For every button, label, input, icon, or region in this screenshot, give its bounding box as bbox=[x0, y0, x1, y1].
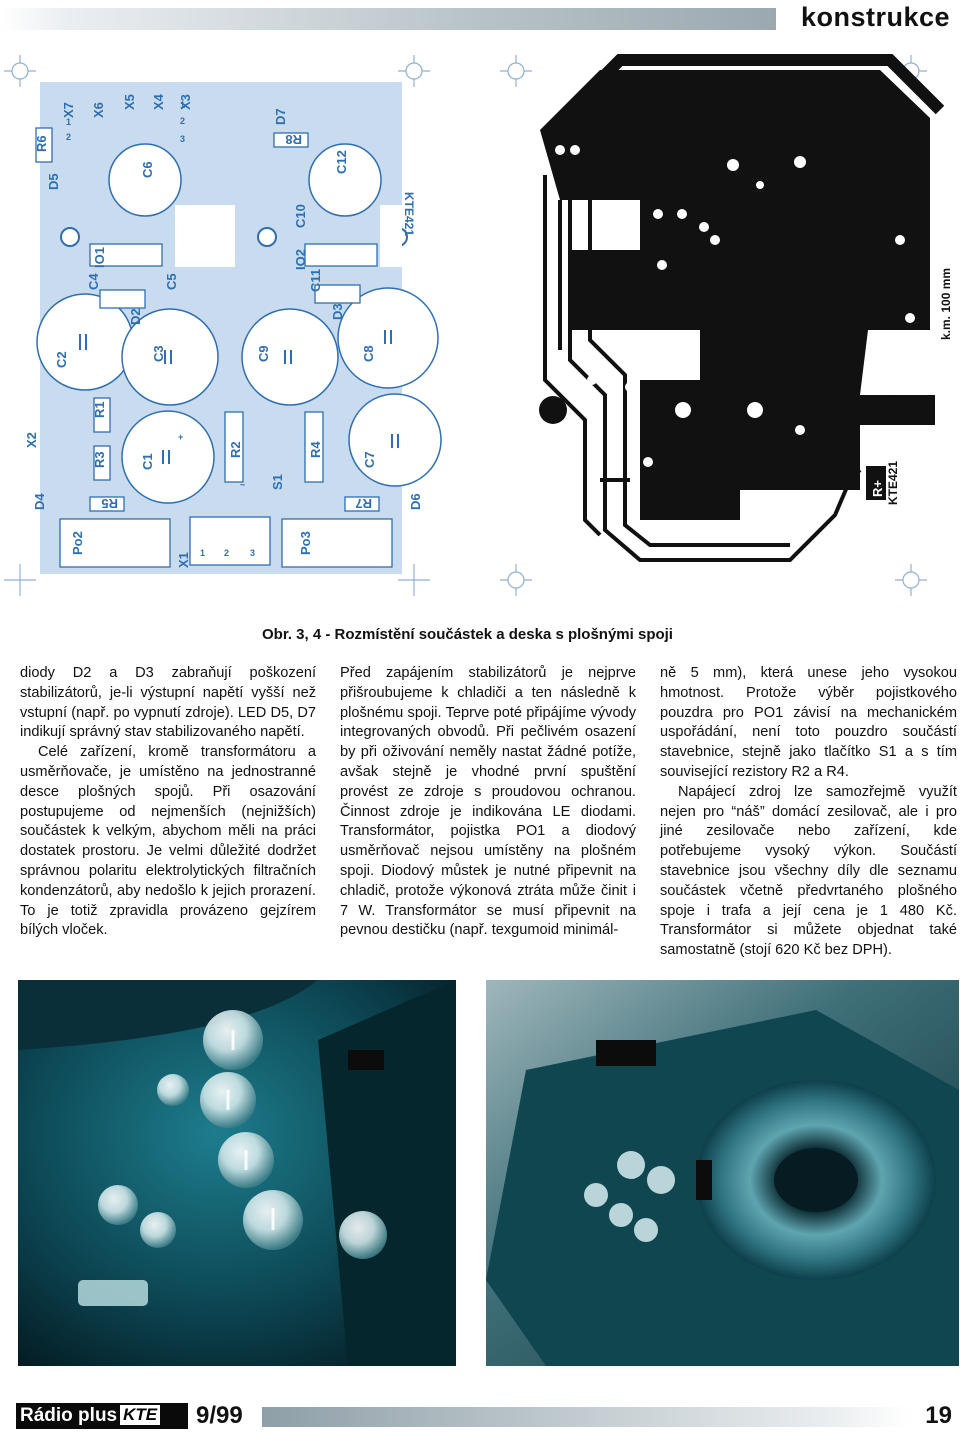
s1-pin-tilde: ~ bbox=[240, 480, 245, 490]
paragraph: diody D2 a D3 zabraňují poškození stabil… bbox=[20, 665, 316, 741]
label-x3: X3 bbox=[178, 94, 193, 110]
label-io2: IO2 bbox=[293, 249, 308, 270]
label-d5: D5 bbox=[46, 173, 61, 190]
label-r7: R7 bbox=[355, 496, 372, 511]
label-x4: X4 bbox=[151, 93, 166, 110]
label-r8: R8 bbox=[285, 132, 302, 147]
label-d3: D3 bbox=[330, 303, 345, 320]
label-d2: D2 bbox=[128, 308, 143, 325]
label-c9: C9 bbox=[256, 345, 271, 362]
label-r3: R3 bbox=[92, 451, 107, 468]
label-x6: X6 bbox=[91, 102, 106, 118]
label-r5: R5 bbox=[101, 496, 118, 511]
label-c7: C7 bbox=[362, 451, 377, 468]
x3-pin-2: 2 bbox=[180, 116, 185, 126]
photo-assembled-power-supply bbox=[486, 980, 959, 1366]
figure-caption: Obr. 3, 4 - Rozmístění součástek a deska… bbox=[262, 626, 673, 643]
x3-pin-1: 1 bbox=[180, 100, 185, 110]
x7-pin-2: 2 bbox=[66, 132, 71, 142]
r-plus-logo-box bbox=[866, 466, 886, 500]
label-c4: C4 bbox=[86, 273, 101, 290]
label-po3: Po3 bbox=[298, 531, 313, 555]
footer-gradient-bar bbox=[262, 1407, 912, 1427]
component-layout: R1 R2 R3 R4 R5 R6 R7 R8 C1 C2 C3 C4 C5 C… bbox=[24, 82, 442, 574]
x1-pin-2: 2 bbox=[224, 548, 229, 558]
article-column-1: diody D2 a D3 zabraňují poškození stabil… bbox=[20, 664, 316, 941]
x7-pin-1: 1 bbox=[66, 117, 71, 127]
label-r1: R1 bbox=[92, 401, 107, 418]
label-r4: R4 bbox=[308, 441, 323, 458]
label-x5: X5 bbox=[122, 94, 137, 110]
label-c2: C2 bbox=[54, 351, 69, 368]
label-x7: X7 bbox=[61, 102, 76, 118]
pcb-figure: R1 R2 R3 R4 R5 R6 R7 R8 C1 C2 C3 C4 C5 C… bbox=[4, 54, 953, 596]
label-io1: IO1 bbox=[92, 247, 107, 268]
c1-plus: + bbox=[178, 432, 183, 442]
label-d6: D6 bbox=[408, 493, 423, 510]
pcb-board-mark: KTE421 bbox=[886, 461, 900, 505]
pcb-copper bbox=[539, 54, 945, 562]
label-c8: C8 bbox=[361, 345, 376, 362]
paragraph: Napájecí zdroj lze samozřejmě využít nej… bbox=[660, 783, 957, 959]
kte-logo: KTE bbox=[120, 1405, 161, 1425]
label-s1: S1 bbox=[270, 474, 285, 490]
page-number: 19 bbox=[925, 1402, 952, 1429]
x1-pin-1: 1 bbox=[200, 548, 205, 558]
header-gradient-bar bbox=[0, 8, 776, 30]
label-x2: X2 bbox=[24, 432, 39, 448]
article-column-2: Před zapájením stabilizátorů je nejprve … bbox=[340, 664, 636, 941]
capacitor-outlines bbox=[36, 143, 442, 504]
label-c5: C5 bbox=[164, 273, 179, 290]
issue-number: 9/99 bbox=[196, 1402, 243, 1429]
label-x1: X1 bbox=[176, 552, 191, 568]
pcb-scale-label: k.m. 100 mm bbox=[939, 268, 953, 340]
paragraph: ně 5 mm), která unese jeho vysokou hmotn… bbox=[660, 665, 957, 780]
label-d7: D7 bbox=[273, 108, 288, 125]
x1-pin-3: 3 bbox=[250, 548, 255, 558]
board-mark-layout: KTE421 bbox=[402, 192, 416, 236]
photo-board-closeup bbox=[18, 980, 456, 1366]
label-c3: C3 bbox=[151, 345, 166, 362]
paragraph: Před zapájením stabilizátorů je nejprve … bbox=[340, 665, 636, 939]
section-title: konstrukce bbox=[800, 2, 950, 32]
label-c10: C10 bbox=[293, 204, 308, 228]
paragraph: Celé zařízení, kromě transformátoru a us… bbox=[20, 744, 316, 939]
label-r2: R2 bbox=[228, 441, 243, 458]
r-plus-logo: R+ bbox=[870, 480, 885, 497]
label-c1: C1 bbox=[140, 453, 155, 470]
label-c6: C6 bbox=[140, 161, 155, 178]
label-c12: C12 bbox=[334, 150, 349, 174]
label-r6: R6 bbox=[34, 135, 49, 152]
article-column-3: ně 5 mm), která unese jeho vysokou hmotn… bbox=[660, 664, 957, 961]
magazine-name: Rádio plus bbox=[20, 1405, 118, 1426]
label-d4: D4 bbox=[32, 493, 47, 510]
label-po2: Po2 bbox=[70, 531, 85, 555]
x3-pin-3: 3 bbox=[180, 134, 185, 144]
label-c11: C11 bbox=[308, 269, 323, 292]
